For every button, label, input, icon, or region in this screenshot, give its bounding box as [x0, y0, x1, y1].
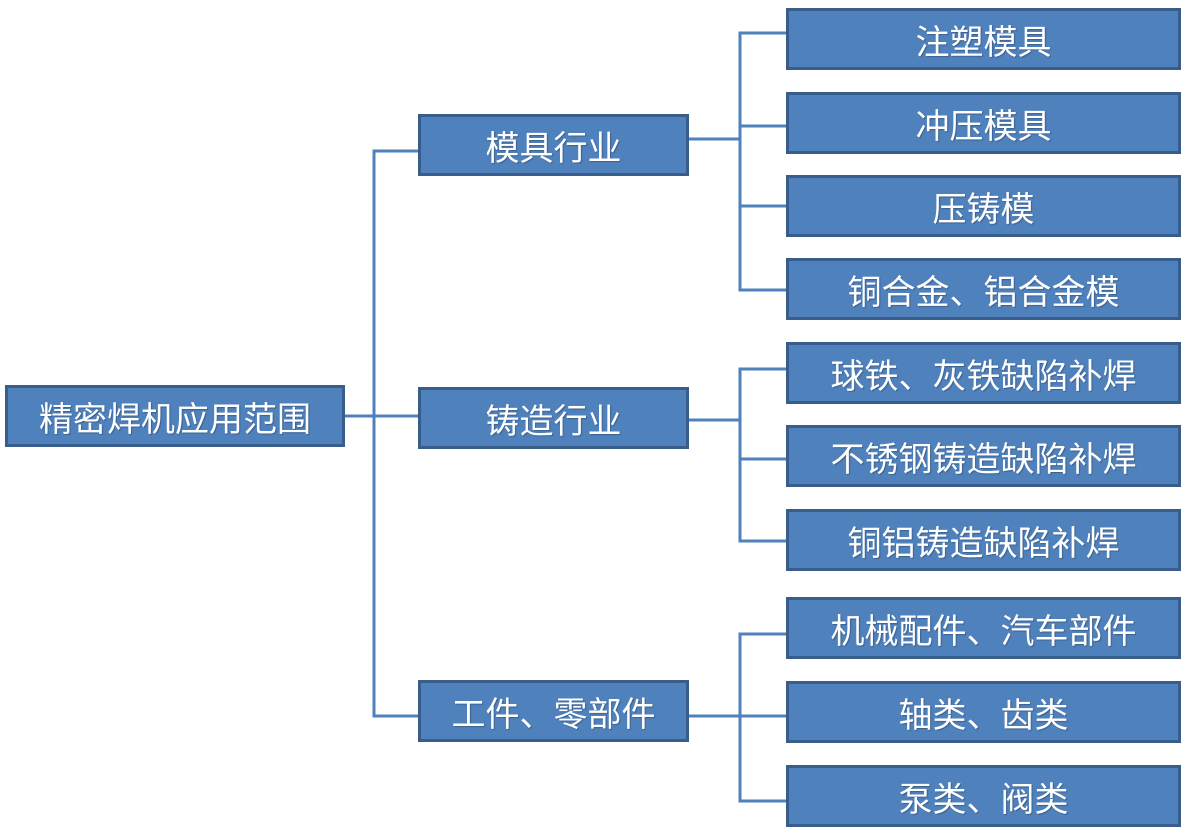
leaf-node-label: 冲压模具: [915, 106, 1052, 147]
leaf-node-label: 不锈钢铸造缺陷补焊: [830, 439, 1137, 480]
leaf-node: 铜铝铸造缺陷补焊: [786, 509, 1181, 571]
leaf-node: 铜合金、铝合金模: [786, 258, 1181, 320]
leaf-node: 球铁、灰铁缺陷补焊: [786, 342, 1181, 404]
leaf-node: 注塑模具: [786, 8, 1181, 70]
branch-node-label: 铸造行业: [485, 401, 622, 442]
branch-node-label: 工件、零部件: [451, 694, 656, 735]
leaf-node: 冲压模具: [786, 92, 1181, 154]
leaf-node: 机械配件、汽车部件: [786, 597, 1181, 659]
root-node-label: 精密焊机应用范围: [39, 399, 311, 440]
branch-node-casting-industry: 铸造行业: [418, 387, 689, 449]
leaf-node-label: 注塑模具: [915, 22, 1052, 63]
leaf-node-label: 球铁、灰铁缺陷补焊: [830, 356, 1137, 397]
leaf-node: 轴类、齿类: [786, 681, 1181, 743]
branch-node-mold-industry: 模具行业: [418, 114, 689, 176]
branch-node-workpieces-parts: 工件、零部件: [418, 680, 689, 742]
leaf-node: 压铸模: [786, 175, 1181, 237]
leaf-node-label: 轴类、齿类: [898, 695, 1069, 736]
leaf-node-label: 铜合金、铝合金模: [847, 272, 1120, 313]
leaf-node-label: 泵类、阀类: [898, 779, 1069, 820]
root-node: 精密焊机应用范围: [5, 385, 345, 447]
leaf-node: 泵类、阀类: [786, 765, 1181, 827]
leaf-node-label: 压铸模: [932, 189, 1035, 230]
branch-node-label: 模具行业: [485, 128, 622, 169]
leaf-node-label: 铜铝铸造缺陷补焊: [847, 523, 1120, 564]
leaf-node: 不锈钢铸造缺陷补焊: [786, 425, 1181, 487]
leaf-node-label: 机械配件、汽车部件: [830, 611, 1137, 652]
